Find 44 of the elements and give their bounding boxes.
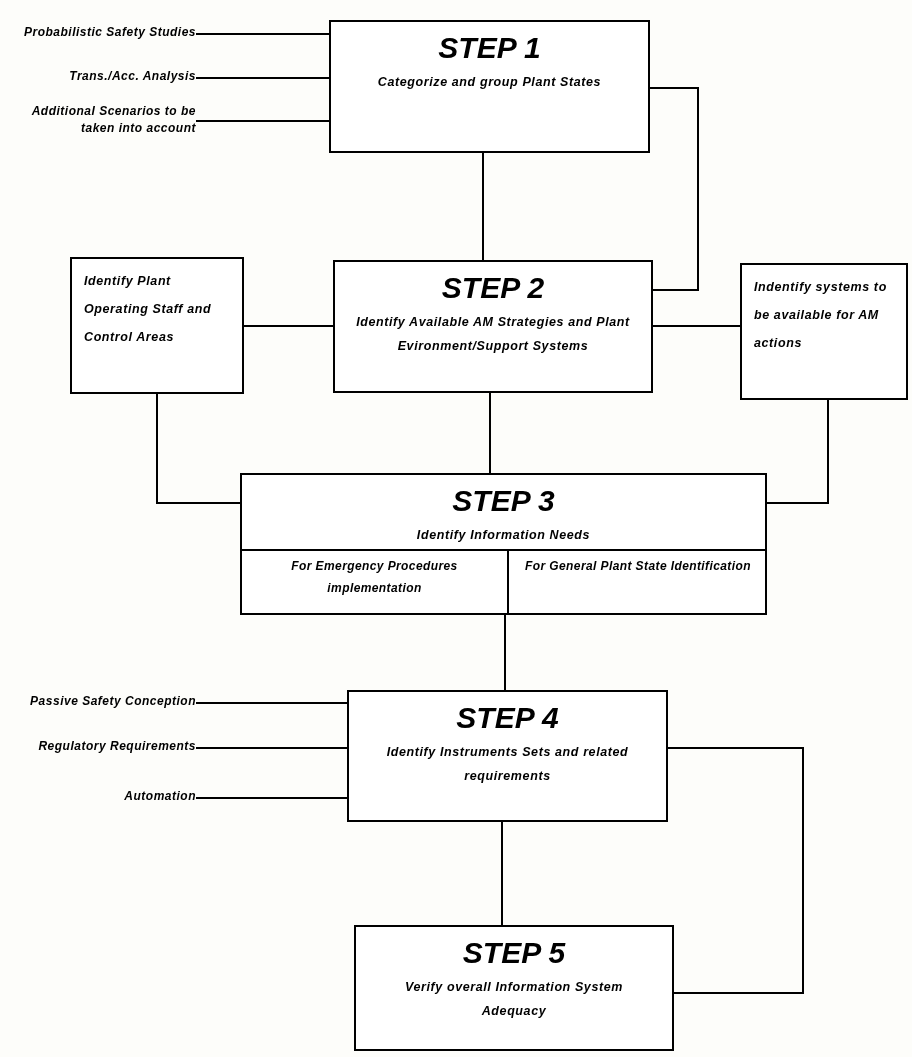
box-text: Identify Plant Operating Staff and Control Areas [84,273,213,346]
step-description: Categorize and group Plant States [377,74,602,91]
step-box [347,690,668,822]
step-title: STEP 5 [462,935,566,971]
connector-line [243,325,334,327]
connector-line [195,120,330,122]
step-description: Verify overall Information System Adequacy [404,979,624,1020]
step-box [240,473,767,615]
step-title: STEP 4 [456,700,559,736]
table-cell [507,549,767,615]
box-text: Indentify systems to be available for AM actions [754,279,888,352]
step-title: STEP 2 [441,270,545,306]
connector-line [667,747,804,994]
step-description: Identify Information Needs [416,527,591,544]
connector-line [156,393,241,504]
input-label: Trans./Acc. Analysis [8,68,196,88]
input-label: Passive Safety Conception [8,693,196,713]
input-label: Automation [8,788,196,808]
connector-line [504,614,506,691]
input-label: Probabilistic Safety Studies [8,24,196,44]
step-description: Identify Instruments Sets and related requirements [385,744,630,785]
connector-line [195,77,330,79]
connector-line [195,33,330,35]
step-box [329,20,650,153]
connector-line [766,399,829,504]
connector-line [195,747,348,749]
connector-line [195,702,348,704]
step-box [354,925,674,1051]
connector-line [649,87,699,291]
step-title: STEP 3 [452,483,555,519]
input-label: Additional Scenarios to be taken into account [8,103,196,139]
connector-line [652,325,741,327]
input-label: Regulatory Requirements [8,738,196,758]
connector-line [195,797,348,799]
connector-line [501,821,503,926]
step-box [333,260,653,393]
connector-line [489,392,491,474]
cell-text: For Emergency Procedures implementation [290,558,459,597]
step-description: Identify Available AM Strategies and Plant Evironment/Support Systems [355,314,631,355]
cell-text: For General Plant State Identification [524,558,752,575]
process-box [70,257,244,394]
step-title: STEP 1 [438,30,541,66]
connector-line [482,152,484,261]
process-box [740,263,908,400]
